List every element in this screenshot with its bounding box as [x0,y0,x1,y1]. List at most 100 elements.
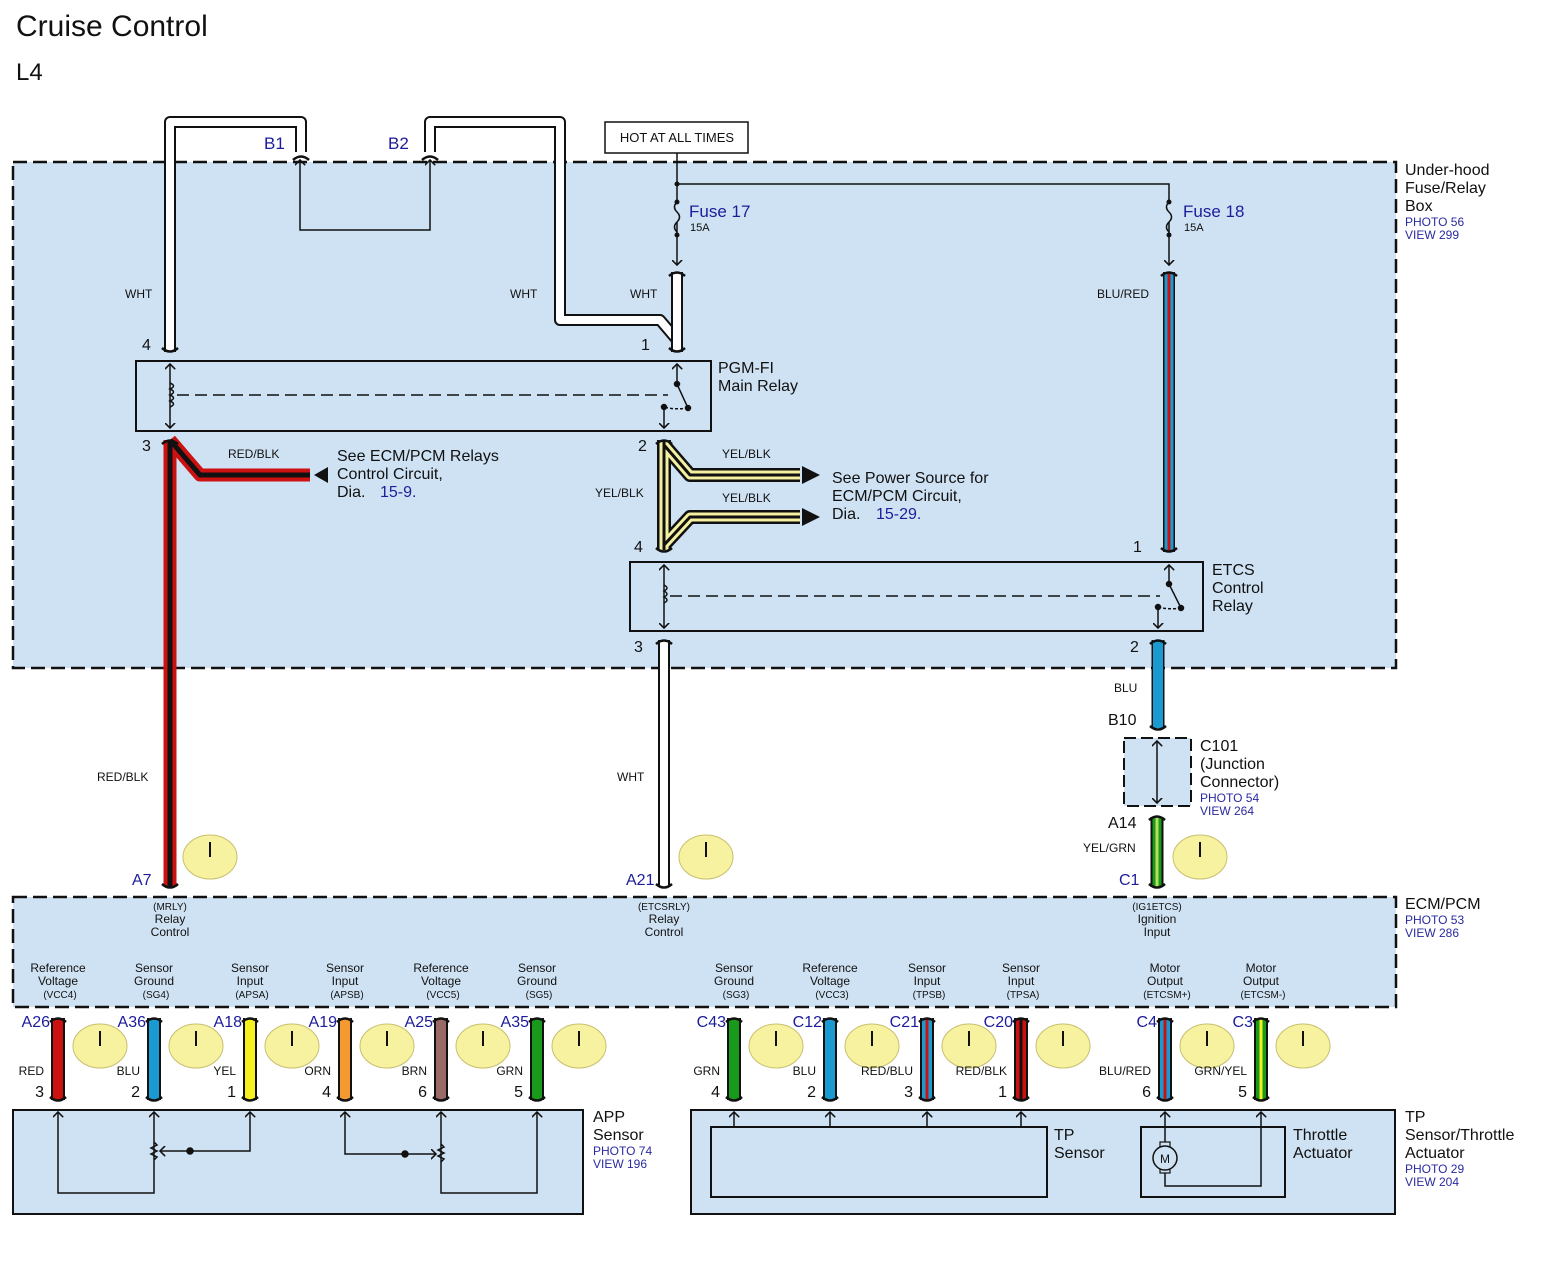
ecm-top-pin-desc: Ignition [1138,912,1177,926]
ecm-bottom-pin-desc: Sensor [231,961,269,975]
ecm-view-link[interactable]: VIEW 286 [1405,926,1459,940]
test-probe-c43[interactable] [748,1023,804,1069]
ecm-bottom-pin-desc: Voltage [810,974,850,988]
underhood-view-link[interactable]: VIEW 299 [1405,228,1459,242]
connector-terminal-0 [292,155,310,161]
ecm-bottom-pin-desc: (SG3) [723,990,750,1001]
ecm-top-pin-desc: (ETCSRLY) [638,902,690,913]
test-probe-c3[interactable] [1275,1023,1331,1069]
potentiometer-icon-apsb [401,1143,446,1163]
test-probe-c21[interactable] [941,1023,997,1069]
test-probe-a21[interactable] [678,834,734,880]
yel-blk-wire-harness[interactable] [657,440,800,550]
ecm-pin-c3[interactable]: C3 [1233,1014,1254,1031]
dia-link-15-29[interactable]: 15-29. [876,506,921,523]
ecm-terminal-c12 [821,1017,839,1023]
test-probe-a25[interactable] [455,1023,511,1069]
ecm-terminal-a19 [336,1017,354,1023]
app-sensor-photo-link[interactable]: PHOTO 74 [593,1144,652,1158]
underhood-name-2: Fuse/Relay [1405,180,1486,197]
pgm-relay-name-1: PGM-FI [718,360,774,377]
ecm-bottom-pin-desc: (VCC4) [43,990,76,1001]
red-blk-wire-mrly[interactable] [163,435,310,887]
ecm-pin-a21[interactable]: A21 [626,872,655,889]
app-sensor-view-link[interactable]: VIEW 196 [593,1157,647,1171]
c101-photo-link[interactable]: PHOTO 54 [1200,791,1259,805]
ecm-bottom-pin-desc: Sensor [326,961,364,975]
ecm-pin-c1[interactable]: C1 [1119,872,1140,889]
test-probe-c12[interactable] [844,1023,900,1069]
underhood-box-label: Under-hood Fuse/Relay Box PHOTO 56 VIEW … [1405,162,1490,242]
connector-b1-label[interactable]: B1 [264,134,285,153]
ecm-pin-a7[interactable]: A7 [132,872,152,889]
app-sensor-box[interactable] [12,1109,584,1215]
test-probe-a18[interactable] [264,1023,320,1069]
ecm-pin-c20[interactable]: C20 [984,1014,1013,1031]
ecm-photo-link[interactable]: PHOTO 53 [1405,913,1464,927]
sensor-terminal-number: 2 [131,1084,140,1101]
connector-b2-label[interactable]: B2 [388,134,409,153]
ecm-bottom-pin-desc: Ground [134,974,174,988]
ecm-bottom-pin-desc: Output [1243,974,1280,988]
ecm-top-pin-desc: Input [1144,925,1171,939]
connector-terminal-14 [161,883,179,889]
fuse-18-icon[interactable] [1165,199,1173,238]
connector-terminal-9 [1149,639,1167,645]
tp-assembly-photo-link[interactable]: PHOTO 29 [1405,1162,1464,1176]
ecm-pin-a25[interactable]: A25 [405,1014,434,1031]
test-probe-c20[interactable] [1035,1023,1091,1069]
sensor-terminal-number: 4 [322,1084,331,1101]
ecm-bottom-pin-desc: (ETCSM+) [1143,990,1191,1001]
wire-color-label: BLU [793,1064,816,1078]
app-sensor-name-1: APP [593,1109,625,1126]
wire-color-label: GRN [693,1064,720,1078]
ecm-pin-c43[interactable]: C43 [697,1014,726,1031]
tp-sensor-name-2: Sensor [1054,1145,1105,1162]
test-probe-a36[interactable] [168,1023,224,1069]
ecm-pin-a35[interactable]: A35 [501,1014,530,1031]
ecm-pin-a18[interactable]: A18 [214,1014,243,1031]
ecm-top-pin-desc: Relay [155,912,186,926]
pgm-fi-main-relay[interactable] [135,360,712,432]
etcs-pin-4: 4 [634,539,643,556]
tp-sensor-box[interactable] [710,1126,1048,1198]
test-probe-c4[interactable] [1179,1023,1235,1069]
ecm-bottom-pin-desc: Input [914,974,941,988]
ecm-pin-c21[interactable]: C21 [890,1014,919,1031]
c101-view-link[interactable]: VIEW 264 [1200,804,1254,818]
wire-color-label: RED/BLK [956,1064,1007,1078]
ecm-bottom-pin-desc: Ground [714,974,754,988]
wire-label-wht-2: WHT [510,287,538,301]
test-probe-a19[interactable] [359,1023,415,1069]
test-probe-c1[interactable] [1172,834,1228,880]
actuator-circuit [1165,1112,1261,1187]
wire-color-label: RED [19,1064,45,1078]
c101-name-3: Connector) [1200,774,1279,791]
sensor-terminal-a25 [432,1096,450,1102]
see-power-source-2: ECM/PCM Circuit, [832,488,962,505]
test-probe-a35[interactable] [551,1023,607,1069]
ecm-pin-c4[interactable]: C4 [1137,1014,1158,1031]
dia-link-15-9[interactable]: 15-9. [380,484,416,501]
test-probe-a7[interactable] [182,834,238,880]
sensor-terminal-number: 5 [1238,1084,1247,1101]
connector-terminal-10 [668,271,686,277]
test-probe-a26[interactable] [72,1023,128,1069]
tp-assembly-view-link[interactable]: VIEW 204 [1405,1175,1459,1189]
ecm-pin-a26[interactable]: A26 [22,1014,51,1031]
connector-terminal-8 [655,639,673,645]
underhood-photo-link[interactable]: PHOTO 56 [1405,215,1464,229]
ecm-pcm-box[interactable] [11,895,1398,1009]
wire-color-label: RED/BLU [861,1064,913,1078]
wire-color-label: BLU/RED [1099,1064,1151,1078]
ecm-pin-a19[interactable]: A19 [309,1014,338,1031]
wire-label-wht-mid: WHT [617,770,645,784]
wht-wire-b1-loop[interactable] [164,116,307,352]
fuse-17-icon[interactable] [673,181,681,238]
wire-label-red-blk-mid: RED/BLK [97,770,148,784]
ecm-pin-c12[interactable]: C12 [793,1014,822,1031]
page-subtitle: L4 [16,59,43,86]
pgm-pin-3: 3 [142,438,151,455]
etcs-relay-coil-icon [664,565,1160,628]
ecm-pin-a36[interactable]: A36 [118,1014,147,1031]
